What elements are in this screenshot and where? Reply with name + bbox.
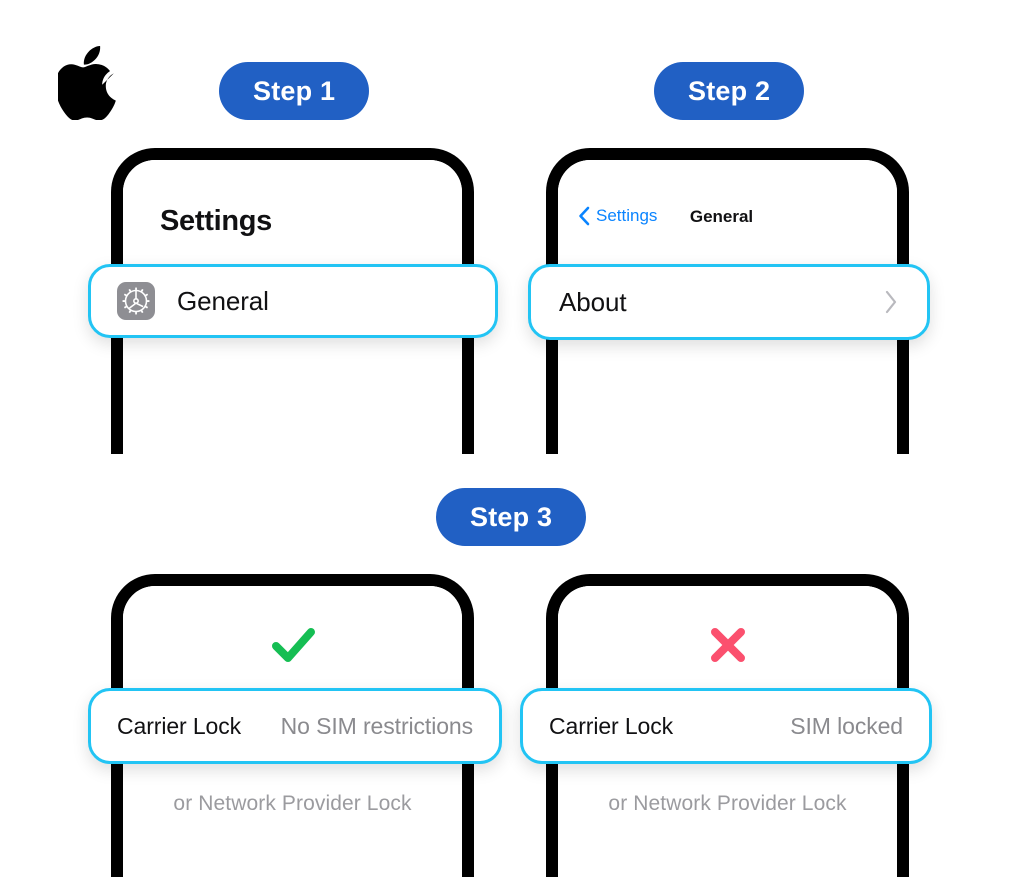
gear-icon xyxy=(117,282,155,320)
chevron-right-icon xyxy=(884,289,899,315)
settings-row-label: General xyxy=(177,285,269,316)
step-3-badge: Step 3 xyxy=(436,488,587,546)
nav-title: General xyxy=(689,207,754,226)
checkmark-icon xyxy=(123,618,462,678)
carrier-lock-value: No SIM restrictions xyxy=(280,712,473,739)
back-button[interactable]: Settings xyxy=(578,206,657,226)
apple-logo-icon xyxy=(58,44,120,120)
back-button-label: Settings xyxy=(596,206,658,225)
chevron-left-icon xyxy=(578,206,590,226)
carrier-lock-label: Carrier Lock xyxy=(549,712,674,739)
step-2-badge: Step 2 xyxy=(654,62,805,120)
settings-row-general[interactable]: General xyxy=(88,264,498,338)
provider-lock-note: or Network Provider Lock xyxy=(173,792,412,815)
carrier-lock-value: SIM locked xyxy=(790,712,903,739)
navigation-bar: Settings General xyxy=(558,206,897,236)
settings-row-about[interactable]: About xyxy=(528,264,930,340)
carrier-lock-row-unlocked[interactable]: Carrier Lock No SIM restrictions xyxy=(88,688,502,764)
step-1-badge: Step 1 xyxy=(219,62,370,120)
settings-row-label: About xyxy=(559,286,627,317)
carrier-lock-label: Carrier Lock xyxy=(117,712,242,739)
carrier-lock-row-locked[interactable]: Carrier Lock SIM locked xyxy=(520,688,932,764)
provider-lock-note: or Network Provider Lock xyxy=(608,792,847,815)
cross-icon xyxy=(558,618,897,678)
page-title: Settings xyxy=(160,205,272,237)
